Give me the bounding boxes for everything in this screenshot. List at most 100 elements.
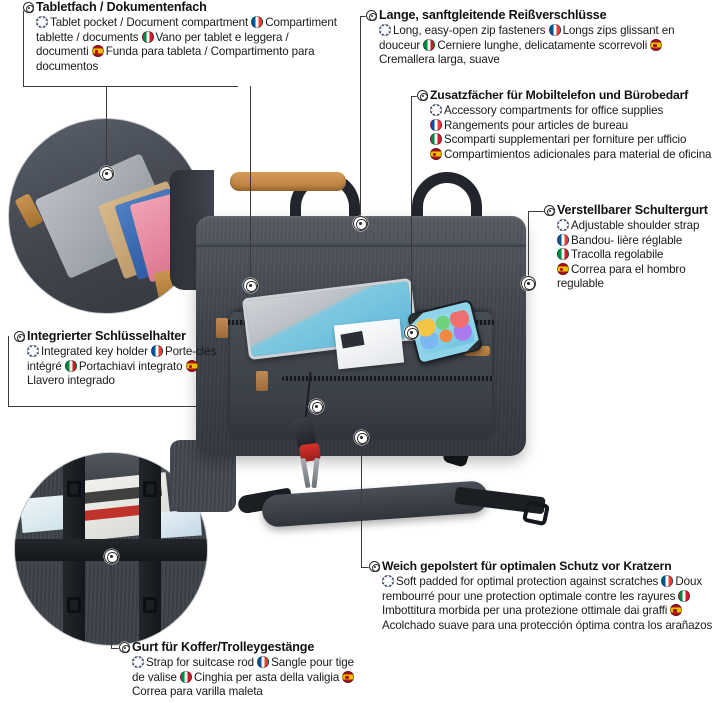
callout-marker-padding-title[interactable] — [369, 561, 380, 572]
callout-text-en: Strap for suitcase rod — [146, 656, 254, 669]
hotspot-zip-fastener-front[interactable] — [243, 278, 258, 293]
callout-title: Zusatzfächer für Mobiltelefon und Bürobe… — [430, 88, 689, 102]
carry-handle-right — [412, 172, 482, 224]
leader-line-accessory-v — [411, 96, 412, 332]
strap-snap-hook — [521, 499, 551, 527]
callout-title: Weich gepolstert für optimalen Schutz vo… — [382, 559, 672, 573]
callout-marker-strap-title[interactable] — [544, 205, 555, 216]
callout-marker-trolley-title[interactable] — [119, 642, 130, 653]
callout-text-es: Correa para el hombro regulable — [557, 262, 686, 291]
leather-handle-grip — [230, 172, 346, 191]
italy-flag-icon — [141, 30, 154, 43]
uk-flag-icon — [557, 219, 569, 231]
spain-flag-icon — [430, 147, 442, 160]
callout-translations: Strap for suitcase rod Sangle pour tige … — [132, 656, 366, 700]
metal-key — [300, 457, 311, 489]
hotspot-soft-padding[interactable] — [354, 430, 369, 445]
callout-text-es: Compartimientos adicionales para materia… — [444, 147, 712, 161]
callout-marker-zip-title[interactable] — [366, 10, 377, 21]
hotspot-zip-fastener-top[interactable] — [353, 216, 368, 231]
strap-buckle — [67, 481, 81, 497]
callout-text-fr: Rangements pour articles de bureau — [444, 118, 629, 132]
callout-translations: Long, easy-open zip fasteners Longs zips… — [379, 24, 679, 68]
leader-line-key-v — [8, 336, 9, 406]
hotspot-key-holder[interactable] — [309, 399, 324, 414]
callout-text-es: Correa para varilla maleta — [132, 685, 263, 699]
bag-top-seam — [196, 242, 526, 247]
france-flag-icon — [661, 575, 674, 587]
phone-screen — [414, 308, 476, 356]
callout-key-holder: Integrierter Schlüsselhalter Integrated … — [27, 329, 227, 389]
callout-text-it: Imbottitura morbida per una protezione o… — [382, 604, 668, 618]
leader-line-trolley-v — [111, 556, 112, 648]
callout-text-it: Cerniere lunghe, delicatamente scorrevol… — [437, 38, 648, 52]
callout-text-it: Vano per tablet e leggera / documenti — [36, 30, 289, 59]
strap-buckle — [143, 481, 157, 497]
italy-flag-icon — [430, 133, 442, 146]
france-flag-icon — [548, 24, 561, 36]
callout-shoulder-strap: Verstellbarer Schultergurt Adjustable sh… — [557, 203, 720, 292]
callout-text-fr: Doux rembourré pour une protection optim… — [382, 575, 703, 603]
leader-line-strap-v — [528, 211, 529, 283]
leader-line-zip2-v — [250, 86, 251, 285]
metal-key — [311, 457, 320, 489]
callout-text-en: Soft padded for optimal protection again… — [396, 575, 659, 588]
france-flag-icon — [430, 118, 442, 131]
france-flag-icon — [150, 345, 163, 357]
document-sheet — [19, 495, 69, 533]
france-flag-icon — [257, 656, 270, 668]
uk-flag-icon — [132, 656, 144, 668]
italy-flag-icon — [64, 359, 77, 372]
callout-text-es: Cremallera larga, suave — [379, 53, 500, 67]
uk-flag-icon — [379, 24, 391, 36]
hotspot-shoulder-strap[interactable] — [521, 276, 536, 291]
callout-zip-fasteners: Lange, sanftgleitende Reißverschlüsse Lo… — [379, 8, 679, 68]
leader-line-zip-v — [360, 16, 361, 223]
callout-accessory-compartments: Zusatzfächer für Mobiltelefon und Bürobe… — [430, 88, 720, 162]
front-pocket-zipper — [282, 376, 494, 381]
callout-title: Integrierter Schlüsselhalter — [27, 329, 186, 343]
uk-flag-icon — [27, 345, 39, 357]
zipper-pull-front — [256, 371, 268, 391]
hotspot-trolley-strap[interactable] — [104, 549, 119, 564]
callout-translations: Accessory compartments for office suppli… — [430, 104, 720, 162]
callout-text-fr: Bandou- lière réglable — [571, 233, 683, 247]
leader-line-trolley-h — [111, 648, 125, 649]
france-flag-icon — [251, 16, 264, 28]
leader-line-strap-h — [528, 211, 550, 212]
callout-trolley-strap: Gurt für Koffer/Trolleygestänge Strap fo… — [132, 640, 366, 700]
callout-title: Verstellbarer Schultergurt — [557, 203, 708, 217]
france-flag-icon — [557, 233, 569, 246]
leather-zip-trim — [464, 346, 490, 356]
italy-flag-icon — [179, 670, 192, 683]
strap-buckle — [67, 597, 81, 613]
hotspot-tablet-compartment[interactable] — [99, 166, 114, 181]
callout-title: Lange, sanftgleitende Reißverschlüsse — [379, 8, 607, 22]
italy-flag-icon — [423, 38, 436, 51]
callout-translations: Integrated key holder Porte-clés intégré… — [27, 345, 227, 389]
leader-line-padding-h — [361, 567, 375, 568]
callout-text-en: Adjustable shoulder strap — [571, 219, 700, 232]
callout-text-fr: Compartiment tablette / documents — [36, 16, 337, 44]
callout-text-fr: Longs zips glissant en douceur — [379, 24, 675, 52]
callout-text-en: Tablet pocket / Document compartment — [50, 16, 249, 29]
callout-marker-tablet-title[interactable] — [23, 2, 34, 13]
uk-flag-icon — [430, 104, 442, 116]
uk-flag-icon — [382, 575, 394, 587]
callout-marker-key-title[interactable] — [14, 331, 25, 342]
hotspot-accessory-compartment[interactable] — [404, 325, 419, 340]
callout-text-it: Scomparti supplementari per forniture pe… — [444, 133, 687, 147]
spain-flag-icon — [342, 670, 355, 683]
callout-title: Gurt für Koffer/Trolleygestänge — [132, 640, 315, 654]
italy-flag-icon — [678, 589, 691, 602]
spain-flag-icon — [650, 38, 663, 51]
italy-flag-icon — [557, 248, 569, 261]
callout-text-en: Long, easy-open zip fasteners — [393, 24, 546, 37]
callout-marker-accessory-title[interactable] — [417, 90, 428, 101]
callout-text-it: Tracolla regolabile — [571, 248, 664, 262]
callout-text-en: Accessory compartments for office suppli… — [444, 104, 664, 117]
spain-flag-icon — [185, 359, 198, 372]
callout-text-it: Portachiavi integrato — [78, 359, 183, 373]
